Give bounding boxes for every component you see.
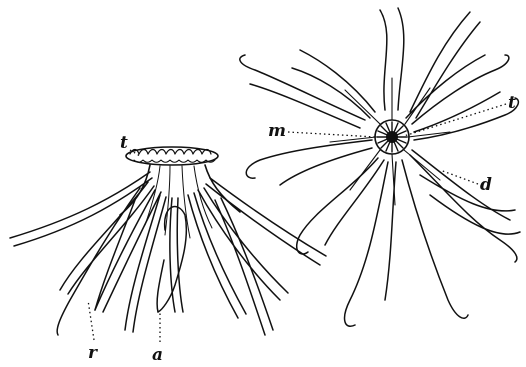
leader-r xyxy=(88,300,94,340)
label-m: m xyxy=(268,121,286,141)
acontium xyxy=(157,207,186,312)
left-specimen: t r a xyxy=(10,133,326,365)
label-t-left: t xyxy=(120,133,128,153)
label-t-right: t xyxy=(508,93,516,113)
oral-disc xyxy=(126,147,218,165)
label-r: r xyxy=(88,343,98,363)
right-tentacles xyxy=(240,8,520,326)
leader-m xyxy=(288,132,376,137)
right-specimen: m t d xyxy=(240,8,520,326)
left-tentacles xyxy=(10,172,326,335)
mouth xyxy=(375,120,409,154)
label-d: d xyxy=(480,175,492,195)
label-a: a xyxy=(152,345,163,365)
